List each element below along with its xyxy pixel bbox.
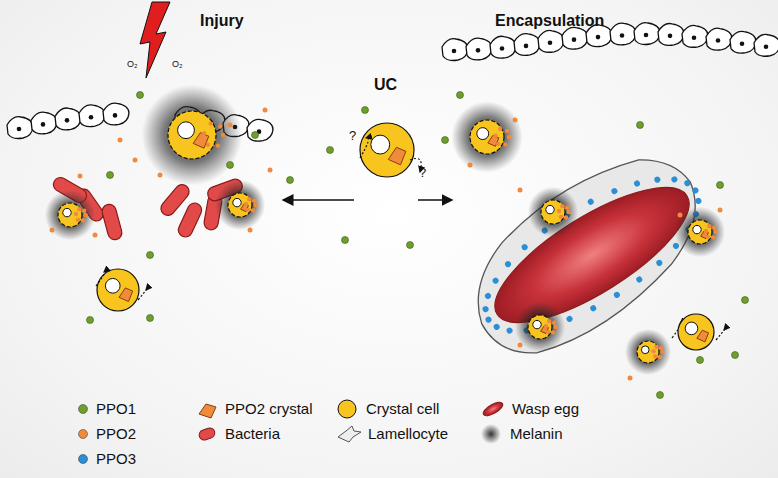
legend-text: PPO2 crystal bbox=[225, 400, 313, 417]
legend-text: PPO3 bbox=[96, 450, 136, 467]
panel-heading: UC bbox=[374, 76, 397, 94]
legend-text: PPO1 bbox=[96, 400, 136, 417]
legend-swatch bbox=[195, 423, 219, 445]
question-mark: ? bbox=[349, 129, 356, 143]
panel-heading: Injury bbox=[200, 12, 244, 30]
legend-swatch bbox=[76, 423, 90, 445]
legend-swatch bbox=[76, 448, 90, 470]
legend-text: Bacteria bbox=[225, 425, 280, 442]
panel-heading: Encapsulation bbox=[495, 12, 604, 30]
legend-swatch bbox=[480, 398, 506, 420]
question-mark: ? bbox=[419, 166, 426, 180]
legend-text: Lamellocyte bbox=[368, 425, 448, 442]
oxygen-label: O₂ bbox=[127, 60, 138, 70]
legend-swatch bbox=[336, 423, 362, 445]
legend-swatch bbox=[76, 398, 90, 420]
legend-text: Melanin bbox=[510, 425, 563, 442]
legend-text: PPO2 bbox=[96, 425, 136, 442]
legend-swatch bbox=[480, 423, 504, 445]
oxygen-label: O₂ bbox=[172, 60, 183, 70]
legend-swatch bbox=[336, 398, 360, 420]
legend-text: Crystal cell bbox=[366, 400, 439, 417]
legend-text: Wasp egg bbox=[512, 400, 579, 417]
legend-swatch bbox=[195, 398, 219, 420]
